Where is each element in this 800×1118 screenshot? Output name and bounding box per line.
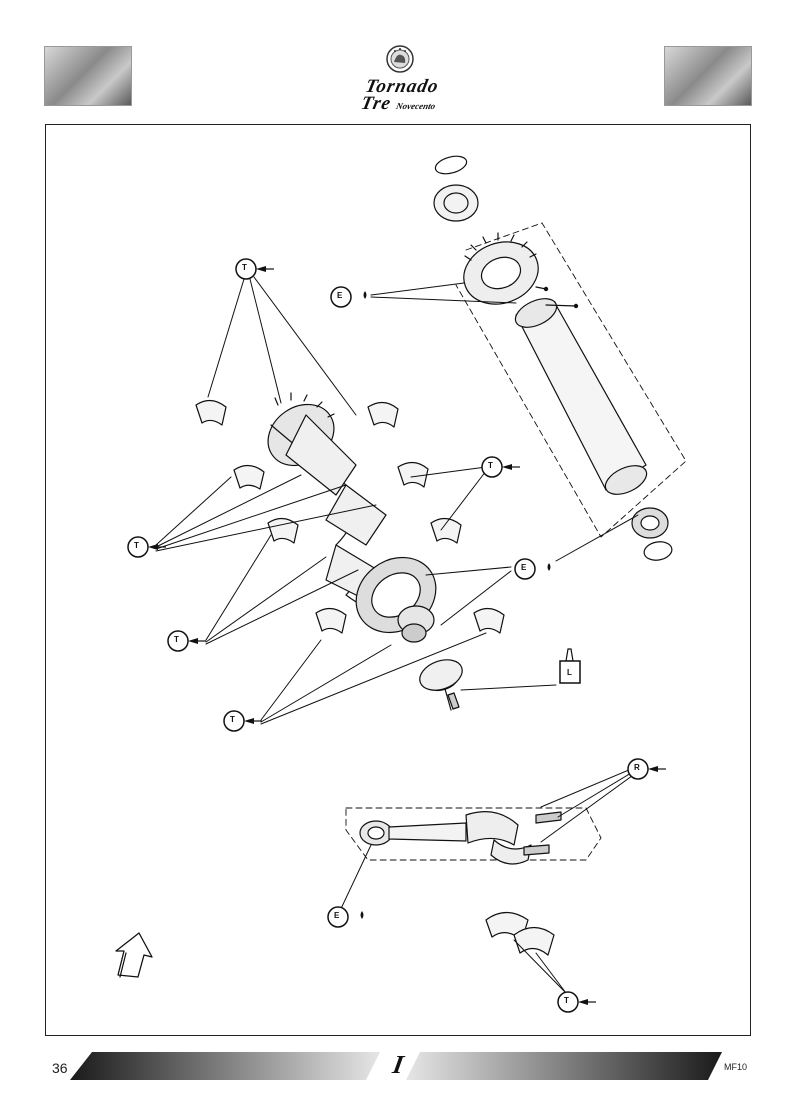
callout-letter: T	[242, 263, 247, 272]
main-bearing-shells	[195, 399, 505, 634]
callout-letter: E	[521, 563, 527, 572]
tool-callout-icon	[235, 258, 274, 280]
callout-letter: T	[488, 461, 493, 470]
oil-callout-icon	[514, 558, 551, 580]
footer-gradient-band	[70, 1052, 722, 1080]
timing-gear-and-bolt	[419, 659, 463, 691]
brand-logo: Tornado Tre Novecento	[330, 44, 470, 114]
tool-callout-icon	[167, 630, 206, 652]
document-code: MF10	[724, 1062, 748, 1072]
tool-callout-icon	[627, 758, 666, 780]
front-direction-arrow-icon	[115, 932, 153, 978]
tool-callout-icon	[127, 536, 166, 558]
page-footer: 36 I MF10	[0, 1040, 800, 1118]
tool-callout-icon	[557, 991, 596, 1013]
crankshaft-exploded-view	[115, 155, 687, 994]
oil-callout-icon	[330, 286, 367, 308]
exploded-diagram-frame: T E T T E	[45, 124, 751, 1036]
crankshaft-assembly	[267, 392, 460, 711]
callout-letter: E	[334, 911, 340, 920]
page-header: Tornado Tre Novecento	[0, 0, 800, 120]
brand-line2: Tre	[359, 93, 394, 114]
connecting-rod-assembly	[345, 807, 602, 865]
callout-letter: E	[337, 291, 343, 300]
rod-bearing-shells	[485, 911, 555, 956]
threadlock-callout-icon	[559, 648, 581, 684]
balance-shaft-assembly	[433, 155, 673, 561]
oil-callout-icon	[327, 906, 364, 928]
tool-callout-icon	[223, 710, 262, 732]
balance-shaft-enclosure	[455, 222, 687, 538]
callout-letter: T	[564, 996, 569, 1005]
tool-callout-icon	[481, 456, 520, 478]
callout-letter: R	[634, 763, 640, 772]
header-photo-right	[664, 46, 752, 106]
brand-sub: Novecento	[395, 101, 437, 111]
callout-letter: L	[567, 668, 572, 677]
benelli-lion-emblem-icon	[386, 45, 414, 73]
callout-letter: T	[174, 635, 179, 644]
page-number: 36	[52, 1060, 68, 1076]
callout-letter: T	[134, 541, 139, 550]
header-photo-left	[44, 46, 132, 106]
callout-letter: T	[230, 715, 235, 724]
brand-wordmark: Tornado Tre Novecento	[326, 76, 474, 115]
leader-lines	[155, 276, 639, 994]
